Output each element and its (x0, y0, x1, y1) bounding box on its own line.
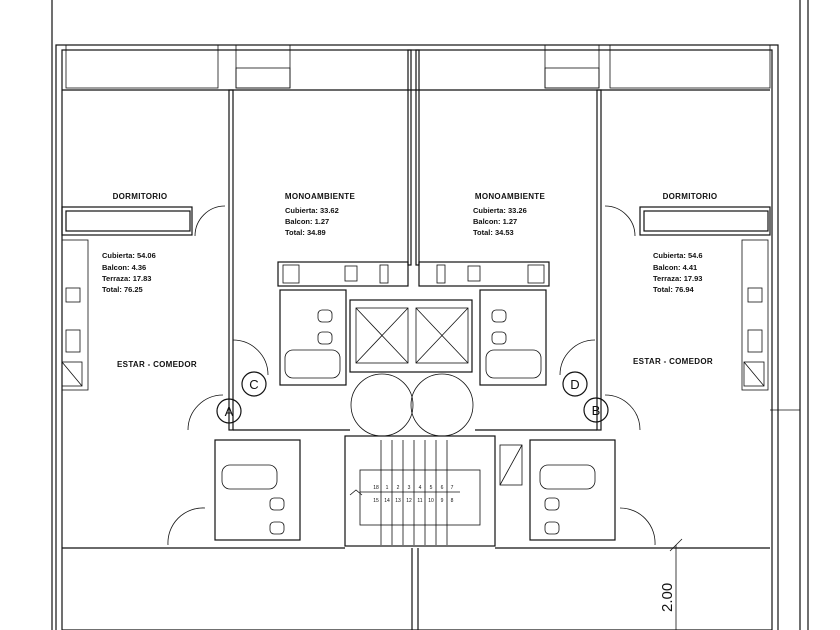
svg-text:9: 9 (441, 498, 444, 504)
room-label-monoambiente-right: MONOAMBIENTE (475, 192, 546, 201)
unit-marker-b: B (583, 397, 609, 423)
svg-text:3: 3 (408, 485, 411, 491)
svg-text:8: 8 (451, 498, 454, 504)
svg-text:Balcon: 1.27: Balcon: 1.27 (473, 217, 517, 226)
svg-text:15: 15 (373, 498, 379, 504)
building-walls (51, 0, 809, 630)
stair-numbers-bottom: 15 14 13 12 11 10 9 8 (373, 498, 453, 504)
svg-text:1: 1 (386, 485, 389, 491)
dimension-label: 2.00 (659, 583, 676, 612)
svg-text:12: 12 (406, 498, 412, 504)
svg-text:4: 4 (419, 485, 422, 491)
svg-text:Total: 34.53: Total: 34.53 (473, 228, 514, 237)
stair-treads (360, 440, 460, 545)
unit-marker-c: C (241, 371, 267, 397)
svg-text:Total: 34.89: Total: 34.89 (285, 228, 326, 237)
area-table-unit-c: Cubierta: 33.62 Balcon: 1.27 Total: 34.8… (285, 206, 339, 237)
room-label-estar-left: ESTAR - COMEDOR (117, 360, 197, 369)
svg-text:A: A (225, 404, 234, 419)
area-table-unit-a: Cubierta: 54.06 Balcon: 4.36 Terraza: 17… (102, 251, 156, 294)
svg-text:C: C (249, 377, 258, 392)
svg-text:11: 11 (417, 498, 422, 504)
svg-text:B: B (592, 403, 601, 418)
svg-text:Total: 76.94: Total: 76.94 (653, 285, 695, 294)
svg-text:6: 6 (441, 485, 444, 491)
svg-text:Cubierta: 33.26: Cubierta: 33.26 (473, 206, 527, 215)
svg-text:Balcon: 4.36: Balcon: 4.36 (102, 263, 146, 272)
svg-text:13: 13 (395, 498, 401, 504)
svg-text:Cubierta: 54.6: Cubierta: 54.6 (653, 251, 703, 260)
svg-text:Balcon: 4.41: Balcon: 4.41 (653, 263, 697, 272)
room-label-dormitorio-right: DORMITORIO (663, 192, 718, 201)
stair-numbers-top: 18 1 2 3 4 5 6 7 (373, 485, 453, 491)
area-table-unit-d: Cubierta: 33.26 Balcon: 1.27 Total: 34.5… (473, 206, 527, 237)
svg-text:2: 2 (397, 485, 400, 491)
area-table-unit-b: Cubierta: 54.6 Balcon: 4.41 Terraza: 17.… (653, 251, 703, 294)
unit-marker-a: A (216, 398, 242, 424)
svg-text:10: 10 (428, 498, 434, 504)
svg-text:D: D (570, 377, 579, 392)
room-label-dormitorio-left: DORMITORIO (113, 192, 168, 201)
svg-text:Balcon: 1.27: Balcon: 1.27 (285, 217, 329, 226)
svg-text:18: 18 (373, 485, 379, 491)
unit-marker-d: D (562, 371, 588, 397)
svg-text:Terraza: 17.93: Terraza: 17.93 (653, 274, 702, 283)
svg-text:Cubierta: 54.06: Cubierta: 54.06 (102, 251, 156, 260)
svg-text:Cubierta: 33.62: Cubierta: 33.62 (285, 206, 339, 215)
svg-text:Total: 76.25: Total: 76.25 (102, 285, 143, 294)
svg-text:14: 14 (384, 498, 390, 504)
svg-text:7: 7 (451, 485, 454, 491)
svg-text:Terraza: 17.83: Terraza: 17.83 (102, 274, 151, 283)
room-label-estar-right: ESTAR - COMEDOR (633, 357, 713, 366)
svg-text:5: 5 (430, 485, 433, 491)
room-label-monoambiente-left: MONOAMBIENTE (285, 192, 356, 201)
